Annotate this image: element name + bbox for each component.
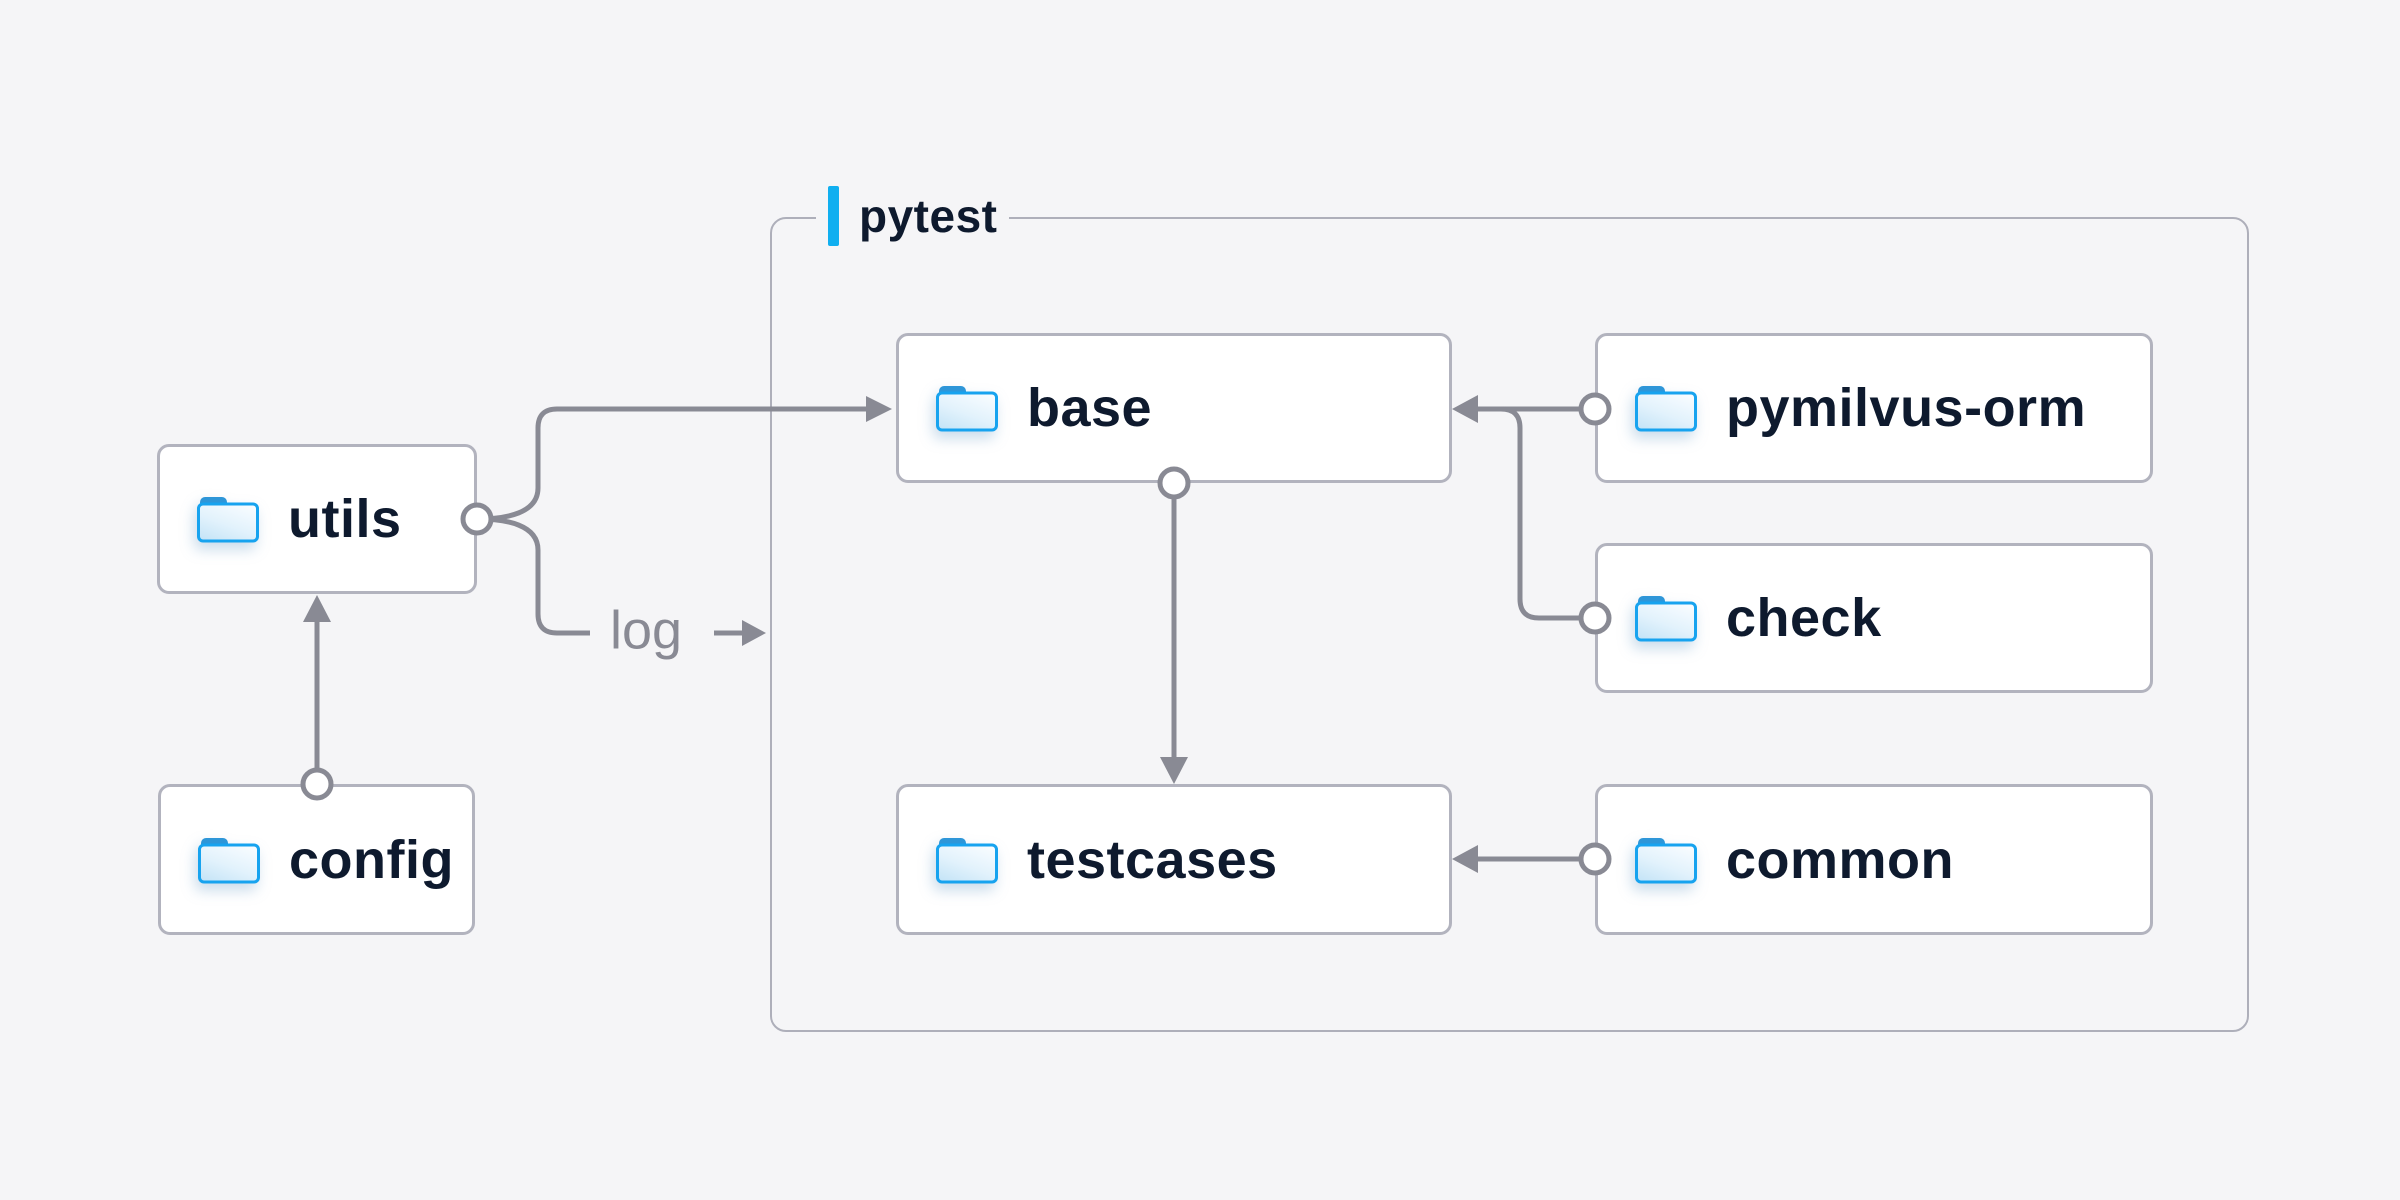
group-box-pytest — [770, 217, 2249, 1032]
node-label-pymilvus-orm: pymilvus-orm — [1726, 378, 2087, 438]
node-base: base — [896, 333, 1452, 483]
node-label-check: check — [1726, 588, 1882, 648]
folder-icon — [196, 494, 260, 544]
folder-icon — [935, 383, 999, 433]
folder-icon — [1634, 593, 1698, 643]
arrowhead-log-pytest — [742, 620, 766, 646]
edge-utils-log — [476, 516, 590, 636]
node-label-base: base — [1027, 378, 1153, 438]
folder-icon — [1634, 383, 1698, 433]
arrowhead-config-utils — [303, 595, 331, 622]
node-label-testcases: testcases — [1027, 829, 1278, 890]
node-label-common: common — [1726, 829, 1955, 890]
folder-icon — [197, 835, 261, 885]
node-check: check — [1595, 543, 2153, 693]
node-config: config — [158, 784, 475, 935]
node-testcases: testcases — [896, 784, 1452, 935]
folder-icon — [1634, 835, 1698, 885]
group-label-pytest: pytest — [816, 183, 1010, 249]
node-utils: utils — [157, 444, 477, 594]
folder-icon — [935, 835, 999, 885]
group-label-text: pytest — [859, 190, 998, 242]
node-pymilvus-orm: pymilvus-orm — [1595, 333, 2153, 483]
node-label-utils: utils — [288, 489, 402, 549]
node-common: common — [1595, 784, 2153, 935]
accent-bar-icon — [828, 186, 839, 246]
edge-label-log-text: log — [610, 600, 683, 661]
node-label-config: config — [289, 829, 454, 890]
edge-label-log: log — [610, 600, 682, 662]
